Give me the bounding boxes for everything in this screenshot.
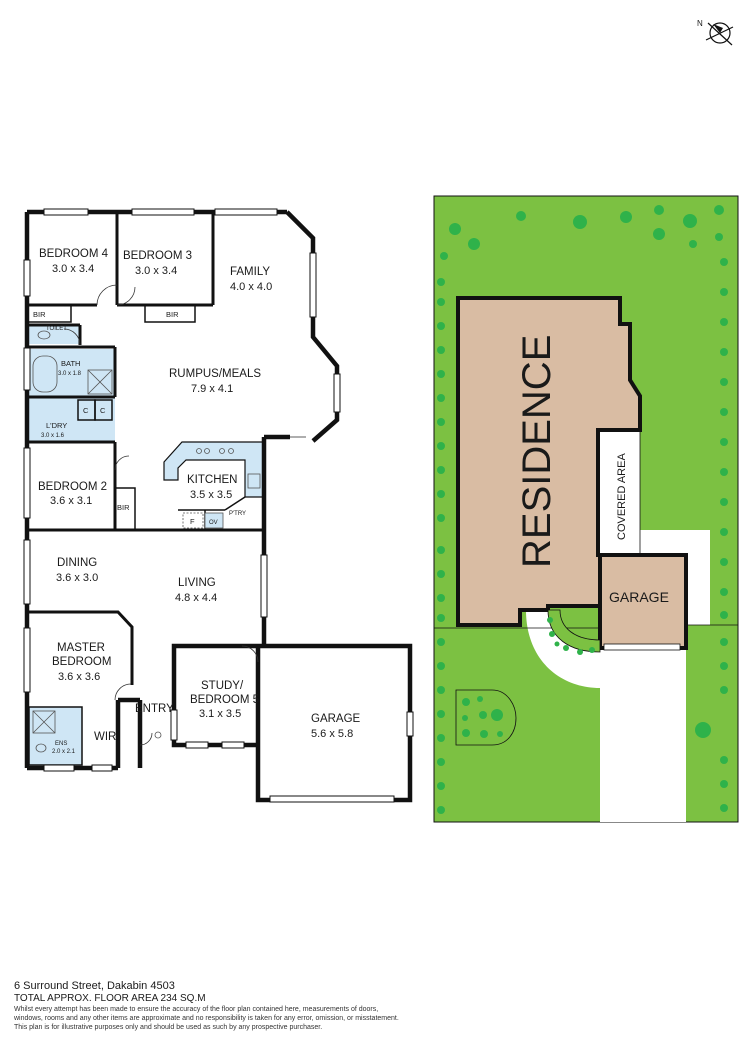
dining-dims: 3.6 x 3.0 bbox=[56, 572, 98, 584]
rumpus-dims: 7.9 x 4.1 bbox=[191, 383, 233, 395]
cupboard-label-1: C bbox=[83, 406, 89, 415]
ensuite-dims: 2.0 x 2.1 bbox=[52, 749, 76, 755]
covered-area bbox=[597, 429, 641, 556]
bir-label-2: BIR bbox=[166, 310, 179, 319]
front-path bbox=[526, 610, 600, 688]
oven-label: OV bbox=[209, 520, 218, 526]
site-plan: RESIDENCE COVERED AREA GARAGE bbox=[433, 195, 739, 823]
study-label-line1: STUDY/ bbox=[201, 680, 244, 692]
ensuite-label: ENS bbox=[55, 741, 67, 747]
family-dims: 4.0 x 4.0 bbox=[230, 281, 272, 293]
kitchen-bench bbox=[163, 441, 265, 498]
fridge-label: F bbox=[190, 517, 195, 526]
living-label: LIVING bbox=[178, 577, 216, 589]
footer: 6 Surround Street, Dakabin 4503 TOTAL AP… bbox=[14, 980, 734, 1032]
kitchen-dims: 3.5 x 3.5 bbox=[190, 489, 232, 501]
bedroom4-label: BEDROOM 4 bbox=[39, 248, 109, 260]
disclaimer-line-1: Whilst every attempt has been made to en… bbox=[14, 1006, 379, 1013]
dining-label: DINING bbox=[57, 557, 97, 569]
disclaimer-line-2: windows, rooms and any other items are a… bbox=[14, 1015, 399, 1022]
wir-label: WIR bbox=[94, 731, 116, 743]
kitchen-label: KITCHEN bbox=[187, 474, 237, 486]
disclaimer-line-3: This plan is for illustrative purposes o… bbox=[14, 1024, 323, 1031]
driveway bbox=[600, 625, 686, 822]
laundry-dims: 3.0 x 1.6 bbox=[41, 433, 65, 439]
residence-label: RESIDENCE bbox=[515, 335, 559, 568]
entry-label: ENTRY bbox=[135, 703, 174, 715]
family-label: FAMILY bbox=[230, 266, 270, 278]
cupboard-label-2: C bbox=[100, 406, 106, 415]
address: 6 Surround Street, Dakabin 4503 bbox=[14, 980, 175, 992]
rumpus-label: RUMPUS/MEALS bbox=[169, 368, 261, 380]
bedroom3-dims: 3.0 x 3.4 bbox=[135, 265, 177, 277]
garage-footprint bbox=[598, 553, 688, 650]
ensuite-area bbox=[29, 707, 82, 765]
compass-icon: N bbox=[697, 19, 734, 46]
trees bbox=[437, 205, 728, 814]
master-dims: 3.6 x 3.6 bbox=[58, 671, 100, 683]
bedroom2-label: BEDROOM 2 bbox=[38, 481, 107, 493]
bir-label-3: BIR bbox=[117, 503, 130, 512]
bath-area bbox=[27, 349, 115, 397]
bedroom4-dims: 3.0 x 3.4 bbox=[52, 263, 94, 275]
study-label-line2: BEDROOM 5 bbox=[190, 694, 259, 706]
garage-label: GARAGE bbox=[311, 713, 361, 725]
master-label-line1: MASTER bbox=[57, 642, 105, 654]
bedroom2-dims: 3.6 x 3.1 bbox=[50, 495, 92, 507]
floor-plan: BEDROOM 4 3.0 x 3.4 BEDROOM 3 3.0 x 3.4 … bbox=[23, 208, 414, 803]
garage-dims: 5.6 x 5.8 bbox=[311, 728, 353, 740]
site-garage-label: GARAGE bbox=[609, 589, 669, 605]
bir-label-1: BIR bbox=[33, 310, 46, 319]
bath-dims: 3.0 x 1.8 bbox=[58, 371, 82, 377]
compass-north-label: N bbox=[697, 19, 703, 28]
toilet-area bbox=[27, 325, 80, 344]
study-dims: 3.1 x 3.5 bbox=[199, 708, 241, 720]
total-floor-area: TOTAL APPROX. FLOOR AREA 234 SQ.M bbox=[14, 993, 206, 1004]
covered-area-label: COVERED AREA bbox=[616, 453, 628, 540]
master-label-line2: BEDROOM bbox=[52, 656, 111, 668]
laundry-label: L'DRY bbox=[46, 421, 67, 430]
living-dims: 4.8 x 4.4 bbox=[175, 592, 217, 604]
bedroom3-label: BEDROOM 3 bbox=[123, 250, 192, 262]
bath-label: BATH bbox=[61, 359, 80, 368]
pantry-label: P'TRY bbox=[229, 511, 246, 517]
toilet-label: TOILET bbox=[46, 326, 67, 332]
